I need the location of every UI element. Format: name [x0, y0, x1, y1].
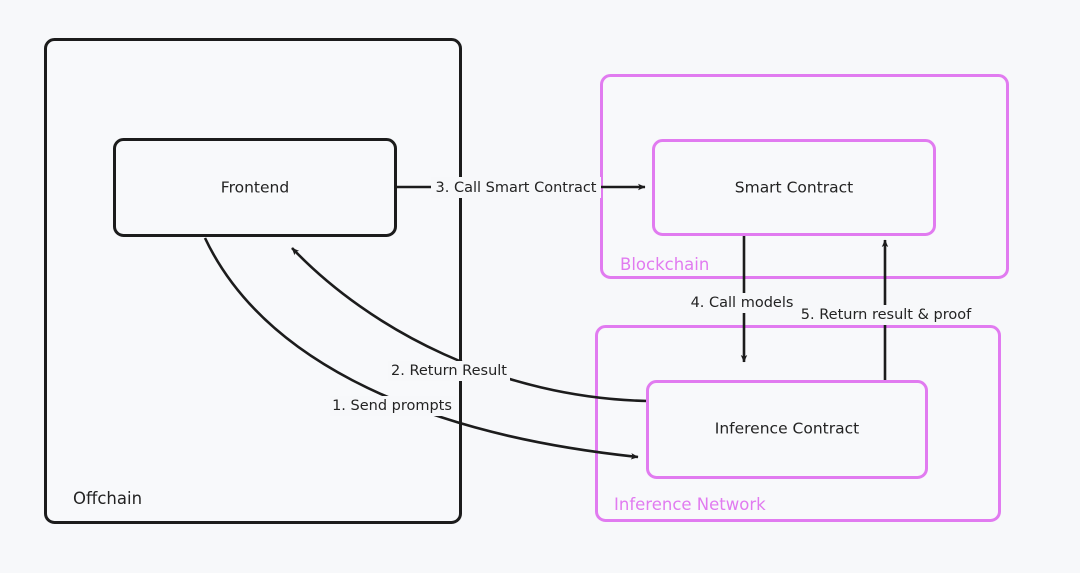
edge-label-return-result-proof: 5. Return result & proof: [801, 307, 972, 323]
edge-return-result[interactable]: [291, 247, 649, 403]
inference-network-container-label: Inference Network: [614, 495, 766, 514]
offchain-container-border: [44, 38, 462, 524]
edge-label-send-prompts-group: 1. Send prompts: [330, 396, 455, 416]
edge-label-1-backdrop: [330, 396, 455, 416]
edge-send-prompts[interactable]: [203, 237, 639, 460]
frontend-box: [113, 138, 397, 237]
edge-send-prompts-line: [203, 237, 639, 460]
edge-label-send-prompts: 1. Send prompts: [332, 398, 452, 414]
edge-label-call-smart-contract-group: 3. Call Smart Contract: [431, 177, 601, 198]
smart-contract-box: [652, 139, 936, 236]
inference-contract-box: [646, 380, 928, 479]
blockchain-container-label: Blockchain: [620, 255, 709, 274]
edge-label-call-models-group: 4. Call models: [689, 293, 796, 313]
edge-label-4-backdrop: [689, 293, 796, 313]
edge-label-return-result: 2. Return Result: [391, 363, 507, 379]
node-inference-contract[interactable]: Inference Contract: [646, 380, 928, 479]
container-offchain[interactable]: Offchain: [44, 38, 462, 524]
offchain-container-label: Offchain: [73, 489, 142, 508]
edge-label-2-backdrop: [388, 361, 510, 381]
edge-label-5-backdrop: [798, 305, 973, 325]
edge-label-call-models: 4. Call models: [691, 295, 794, 311]
edge-label-return-result-proof-group: 5. Return result & proof: [798, 305, 973, 325]
edge-label-3-backdrop: [431, 177, 601, 198]
edge-return-result-line: [291, 247, 649, 403]
node-smart-contract[interactable]: Smart Contract: [652, 139, 936, 236]
frontend-label: Frontend: [221, 179, 289, 197]
smart-contract-label: Smart Contract: [735, 179, 854, 197]
edge-label-return-result-group: 2. Return Result: [388, 361, 510, 381]
inference-contract-label: Inference Contract: [715, 420, 859, 438]
edge-label-call-smart-contract: 3. Call Smart Contract: [436, 180, 597, 196]
node-frontend[interactable]: Frontend: [113, 138, 397, 237]
